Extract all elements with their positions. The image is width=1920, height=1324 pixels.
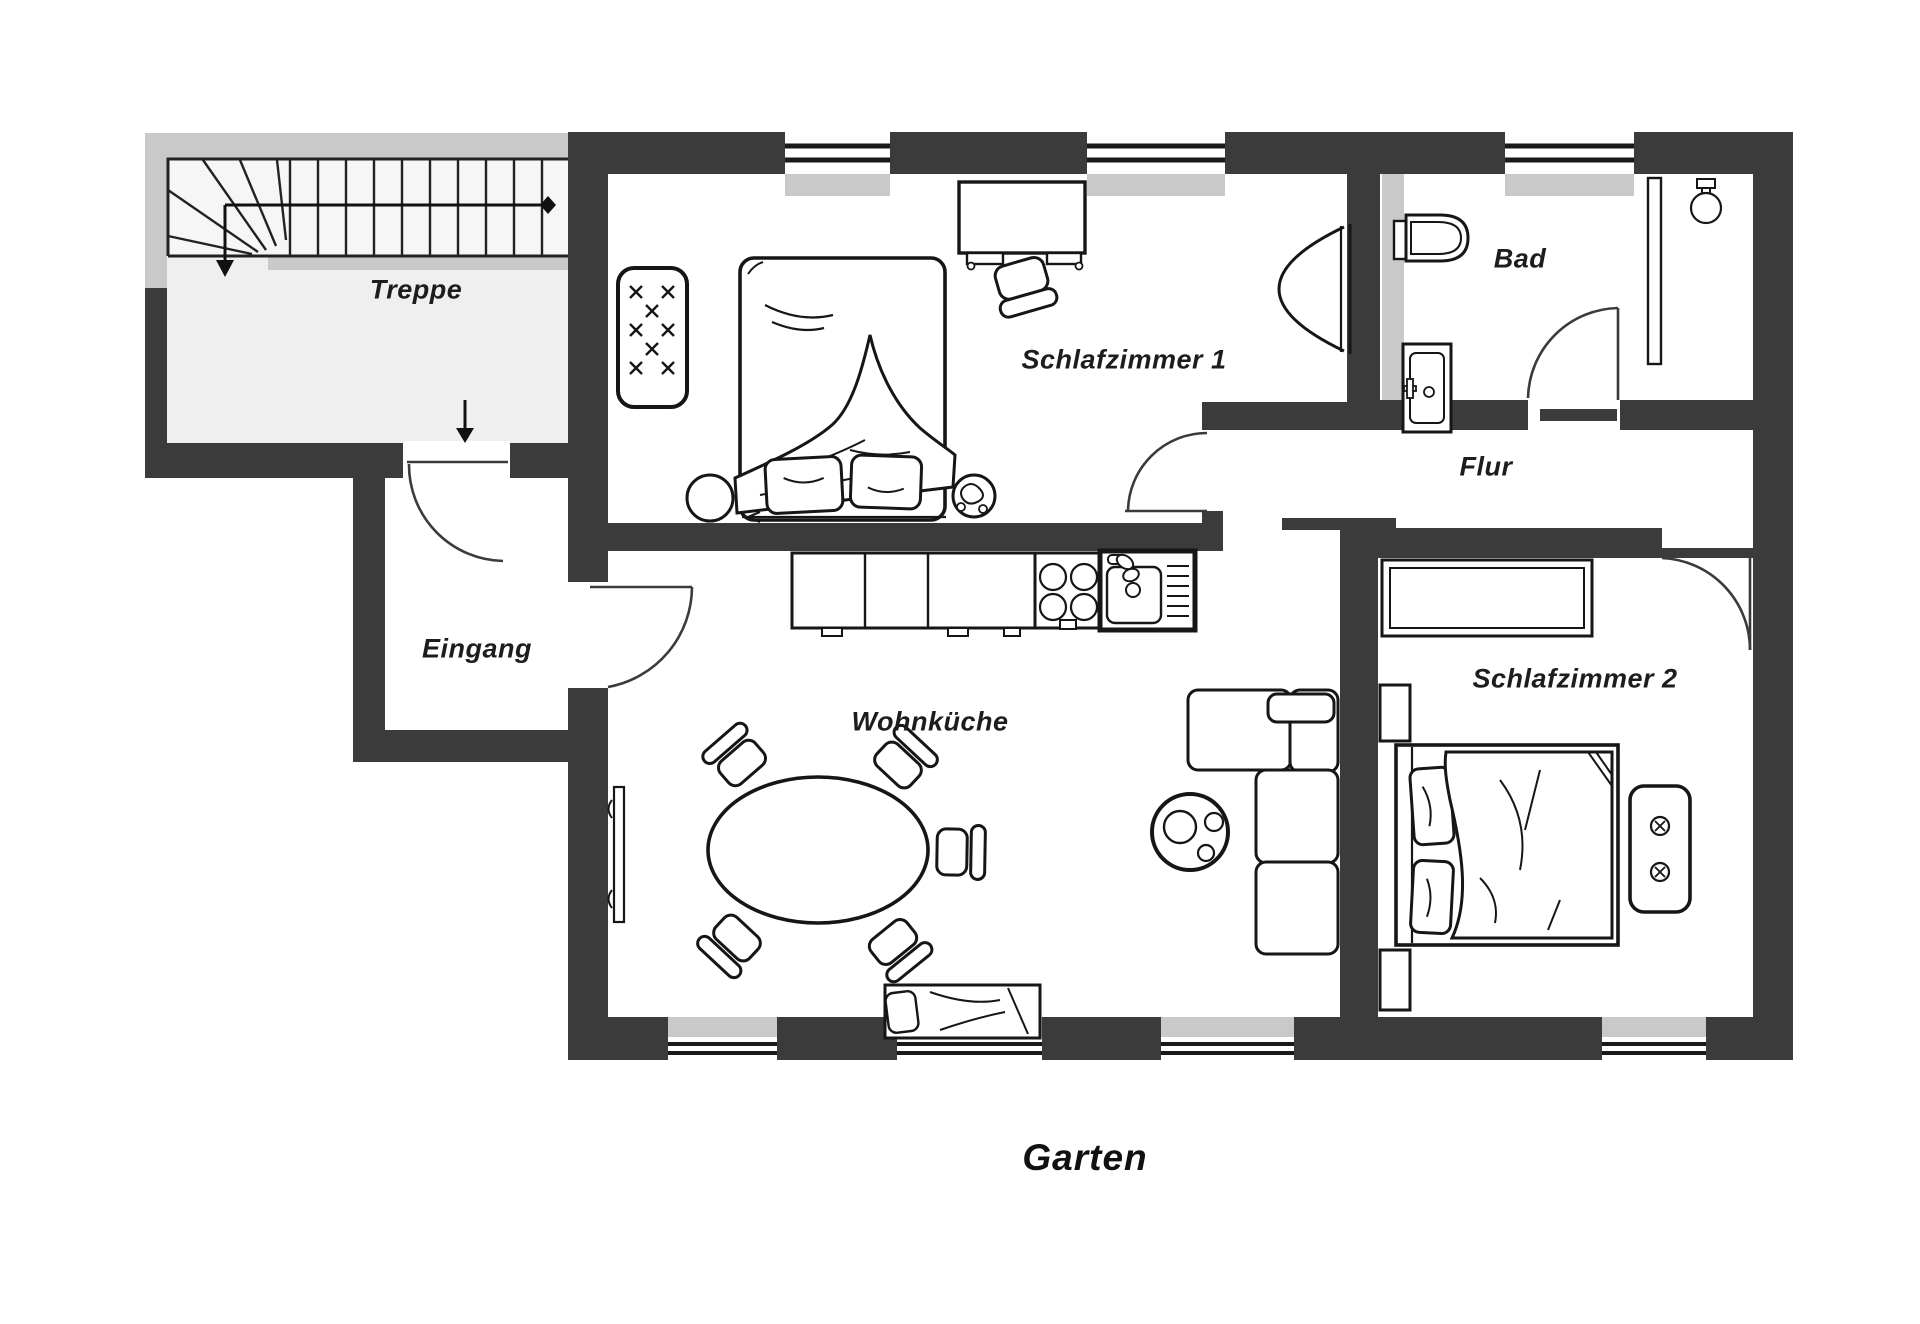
bathroom-wall-strip (1382, 174, 1404, 400)
room-label-treppe: Treppe (369, 274, 463, 305)
dining-chair (867, 918, 934, 984)
pillow (848, 453, 924, 511)
stair-treads (288, 159, 544, 256)
stair-direction-arrow (216, 260, 234, 277)
room-label-schlafzimmer1: Schlafzimmer 1 (1021, 344, 1227, 375)
entrance-arrow (456, 400, 474, 443)
room-label-eingang: Eingang (422, 633, 532, 664)
stair-walk-line (216, 196, 556, 277)
nightstand (1378, 683, 1412, 743)
dresser (1628, 784, 1692, 914)
room-label-schlafzimmer2: Schlafzimmer 2 (1472, 663, 1678, 694)
dining-chair (696, 913, 762, 980)
double-bed (733, 256, 957, 524)
coffee-table (1150, 792, 1230, 872)
pillow (1409, 858, 1455, 936)
desk (957, 180, 1087, 271)
pillow (763, 455, 845, 515)
room-label-flur: Flur (1459, 451, 1513, 482)
dining-chair (935, 823, 987, 881)
bedroom2-furniture (1378, 558, 1692, 1012)
bedroom1-furniture (616, 180, 1352, 524)
bedside-table-plant (951, 473, 997, 519)
kitchen-cabinets (790, 551, 1037, 637)
room-label-wohnkueche: Wohnküche (851, 706, 1009, 737)
double-bed (1394, 743, 1620, 947)
dining-chair (873, 723, 939, 790)
dining-table (706, 775, 930, 925)
kitchen-sink (1097, 548, 1198, 633)
walk-line-diamond (540, 196, 556, 214)
window (668, 1017, 777, 1062)
curved-wardrobe (1277, 224, 1352, 354)
shower (1646, 176, 1723, 366)
nightstand (1378, 948, 1412, 1012)
wardrobe (1380, 558, 1594, 638)
daybed (883, 983, 1042, 1040)
windows-top (785, 130, 1634, 196)
dining-chair (701, 721, 768, 788)
radiator (607, 785, 626, 924)
window (1087, 130, 1225, 196)
shower-glass (1646, 176, 1663, 366)
bathroom-door (1526, 306, 1620, 400)
window (1505, 130, 1634, 196)
stove (1033, 551, 1102, 630)
window (785, 130, 890, 196)
outside-label-garten: Garten (1022, 1137, 1148, 1178)
bathroom-sink (1401, 342, 1453, 434)
entrance-door (403, 441, 510, 563)
stairs-area (145, 133, 568, 443)
bedroom2-door (1661, 556, 1752, 651)
stair-winders (167, 159, 288, 256)
kitchen (607, 548, 1340, 1040)
bathroom-fixtures (1392, 176, 1723, 434)
bedside-table (685, 473, 735, 523)
mattress-bench (616, 266, 689, 409)
hall-to-kitchen-door (566, 582, 694, 689)
room-label-bad: Bad (1493, 243, 1547, 274)
desk-chair (993, 255, 1059, 319)
bedroom1-door (1125, 431, 1208, 513)
doors (403, 306, 1752, 689)
toilet (1392, 213, 1470, 263)
window (1161, 1017, 1294, 1062)
pillow (884, 990, 920, 1034)
sofa (1186, 688, 1340, 956)
window (1602, 1017, 1706, 1062)
drainboard (1167, 565, 1189, 617)
x-marks (629, 285, 675, 375)
windows-bottom (668, 1017, 1706, 1062)
shower-head (1689, 191, 1723, 225)
